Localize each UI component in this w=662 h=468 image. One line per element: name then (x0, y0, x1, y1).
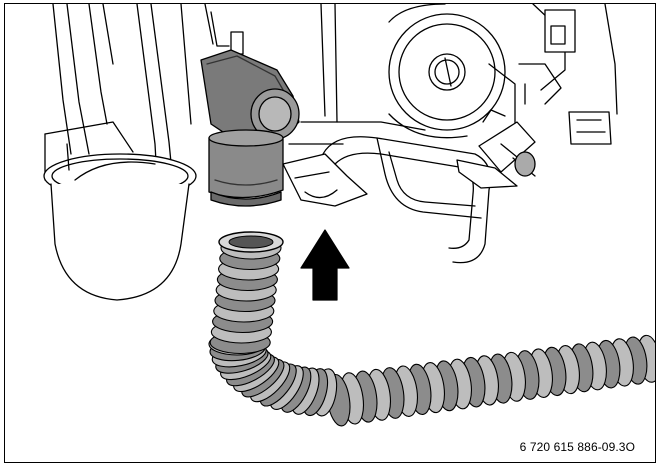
installation-drawing (43, 4, 655, 427)
right-housing (456, 4, 618, 189)
boiler-housing (52, 4, 426, 205)
hose-inner (228, 235, 274, 249)
arrow-up-icon (300, 229, 350, 301)
figure-frame: 6 720 615 886-09.3O (4, 3, 656, 463)
figure-code: 6 720 615 886-09.3O (519, 440, 635, 454)
corrugated-hose (208, 231, 655, 427)
siphon-fitting (200, 11, 300, 207)
pump-head (388, 4, 516, 139)
condensate-trap (43, 121, 197, 301)
mounting-plate (282, 136, 492, 264)
